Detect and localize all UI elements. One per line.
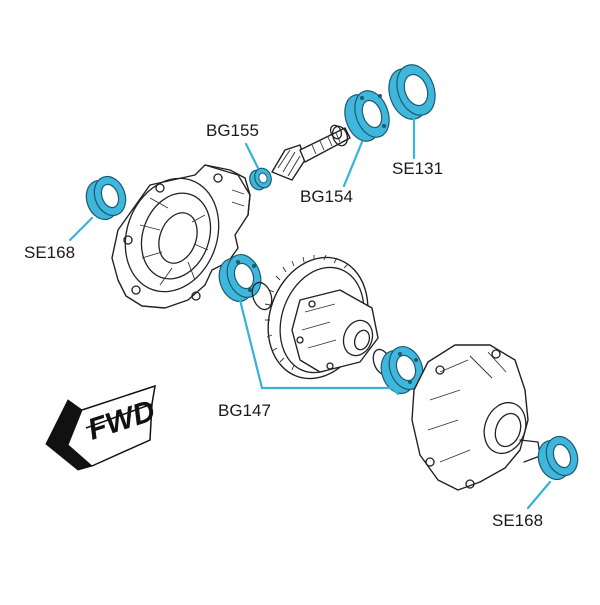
leader-bg154 [342, 140, 364, 188]
front-housing [111, 164, 251, 309]
label-se131: SE131 [392, 159, 443, 178]
leader-se168-right [526, 480, 552, 510]
bearing-bg147-right[interactable] [375, 342, 428, 398]
label-se168-left: SE168 [24, 243, 75, 262]
pinion-gear [271, 124, 351, 181]
leader-bg147 [238, 298, 400, 396]
label-bg154: BG154 [300, 187, 353, 206]
shim-ring-left [251, 281, 273, 311]
rear-housing [411, 344, 541, 491]
spacer-ring [331, 125, 349, 147]
differential-case [291, 289, 379, 373]
leader-bg155 [244, 142, 260, 170]
label-bg155: BG155 [206, 121, 259, 140]
leader-se168-left [68, 216, 94, 242]
bearing-bg154[interactable] [339, 86, 395, 146]
label-se168-right: SE168 [492, 511, 543, 530]
seal-se168-left[interactable] [81, 172, 131, 224]
bearing-bg147-left[interactable] [213, 250, 266, 306]
bearing-bg155[interactable] [247, 166, 274, 192]
label-bg147: BG147 [218, 401, 271, 420]
seal-se131[interactable] [382, 59, 442, 124]
seal-se168-right[interactable] [533, 432, 583, 484]
leader-lines [68, 116, 552, 510]
fwd-text: FWD [84, 394, 159, 446]
fwd-badge: FWD [45, 384, 159, 471]
